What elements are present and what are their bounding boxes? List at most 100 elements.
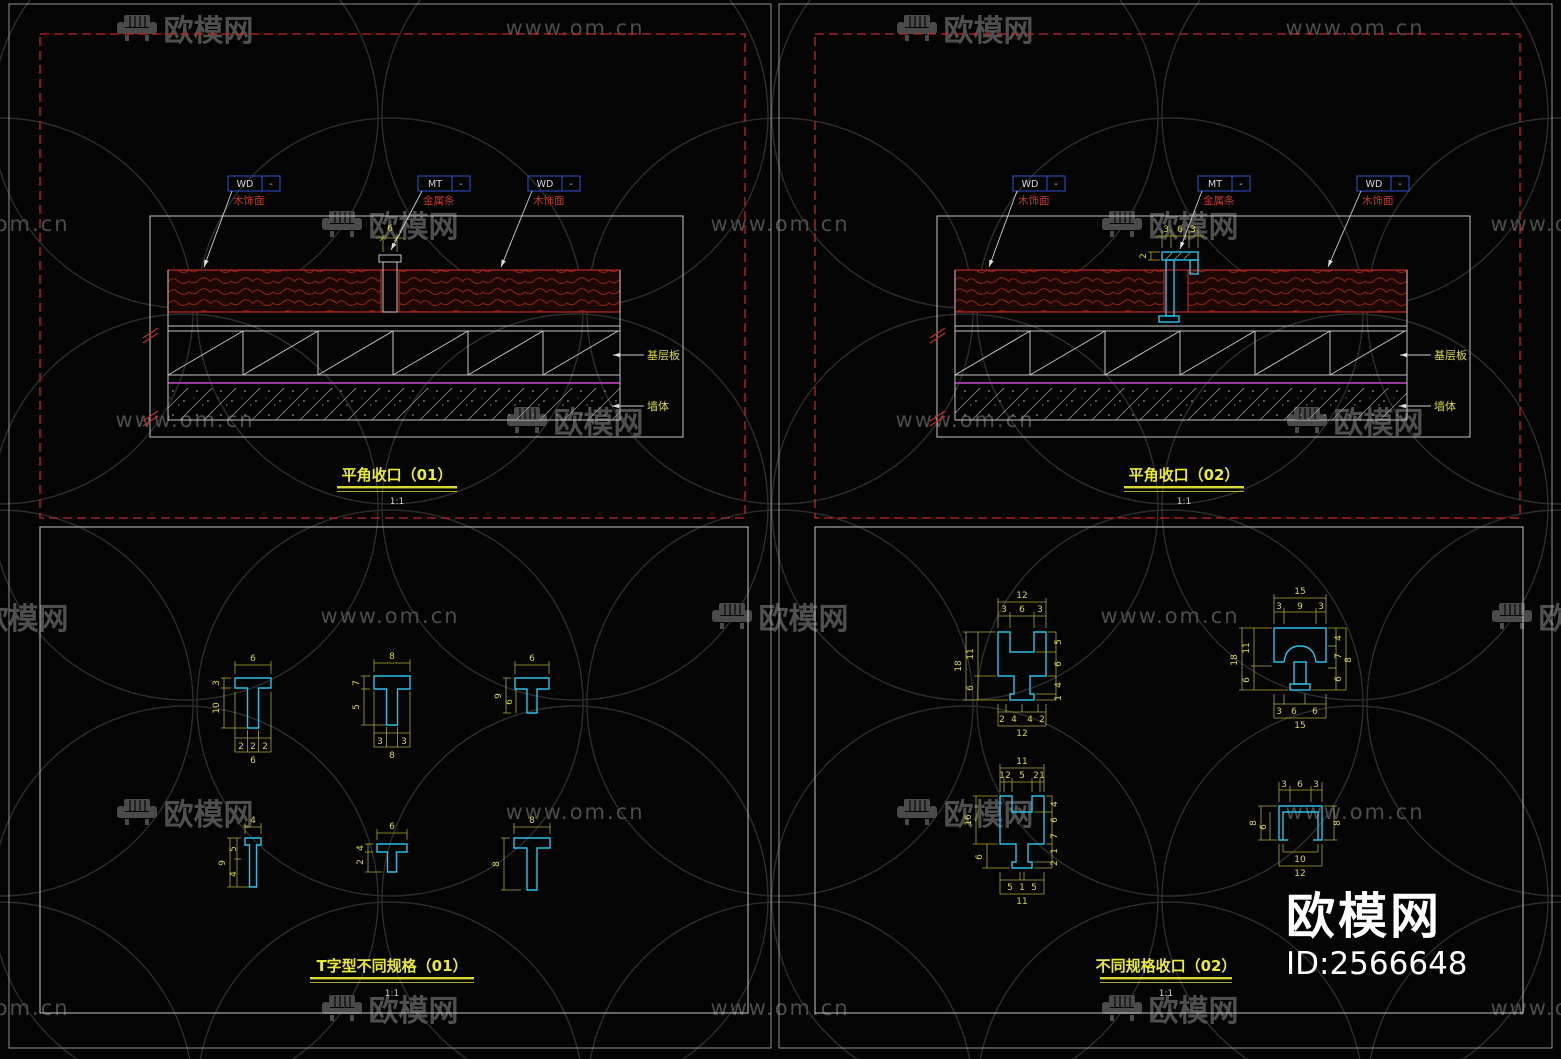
dim-label: 2 (1005, 771, 1011, 781)
metal-hatch-marks (1165, 252, 1191, 260)
dim-label: 6 (1242, 677, 1252, 683)
dim-label: 4 (1050, 801, 1060, 807)
dim-label: 11 (966, 648, 976, 659)
tag-code: WD (537, 179, 554, 190)
dim-label: 6 (505, 699, 515, 705)
dim-label: 4 (250, 816, 256, 826)
dim-label: 3 (1276, 707, 1282, 717)
channel-profile-3: 11 1 2 5 2 1 16 6 4 6 7 1 2 5 1 5 11 (964, 757, 1060, 907)
channel-profile-4: 3 6 3 8 6 8 10 12 (1249, 780, 1343, 879)
base-board-label: 基层板 (647, 348, 680, 362)
tag-code: WD (237, 179, 254, 190)
dim-label: 10 (1294, 855, 1306, 865)
detail-top-right: 3 6 3 2 (929, 175, 1471, 507)
dim-label: 2 (1039, 715, 1045, 725)
channel-profile-2: 15 3 9 3 18 11 6 4 7 6 8 3 6 6 15 (1230, 587, 1354, 731)
watermark-circle (979, 901, 1361, 1059)
wall-label: 墙体 (1434, 399, 1456, 413)
tag-code: WD (1366, 179, 1383, 190)
dim-label: 5 (1019, 771, 1025, 781)
sheet-borders (8, 3, 1553, 1049)
dim-label: 6 (387, 224, 393, 234)
dim-label: 5 (229, 846, 239, 852)
stamp-id: ID:2566648 (1286, 945, 1468, 982)
t-profile-3: 6 9 6 (494, 654, 550, 714)
dim-label: 6 (529, 654, 535, 664)
dim-label: 3 (212, 680, 222, 686)
dim-label: 6 (389, 822, 395, 832)
dim-label: 5 (1007, 883, 1013, 893)
watermark-circle (1366, 509, 1561, 897)
tag-code: MT (428, 179, 442, 190)
dim-label: 5 (1031, 883, 1037, 893)
dim-label: 9 (1297, 602, 1303, 612)
baseboard-band (167, 325, 620, 376)
dim-label: 8 (529, 816, 535, 826)
site-stamp: 欧模网 ID:2566648 (1286, 890, 1468, 982)
watermark-circle (771, 705, 1159, 1059)
dim-label: 7 (352, 680, 362, 686)
dim-label: 4 (356, 845, 366, 851)
dim-label: 6 (1312, 707, 1318, 717)
detail-title: 平角收口（02） (1129, 466, 1240, 484)
dim-label: 12 (1016, 591, 1027, 601)
dim-label: 6 (1050, 817, 1060, 823)
dim-label: 4 (1027, 715, 1033, 725)
detail-scale: 1:1 (1177, 497, 1191, 507)
dim-label: 7 (1050, 833, 1060, 839)
dim-label: 6 (1259, 824, 1269, 830)
watermark-circle (1369, 901, 1561, 1059)
dim-label: 3 (1318, 602, 1324, 612)
dim-label: 8 (492, 861, 502, 867)
dim-label: 8 (1333, 820, 1343, 826)
panel-title: T字型不同规格（01） (316, 957, 467, 975)
dim-label: 6 (1297, 780, 1303, 790)
dim-label: 6 (1177, 225, 1183, 235)
detail-scale: 1:1 (390, 497, 404, 507)
watermark-circle (199, 901, 581, 1059)
wall-label: 墙体 (647, 399, 669, 413)
tag-wd-2: WD - 木饰面 (500, 175, 581, 268)
tag-mt: MT - 金属条 (1179, 175, 1251, 250)
dim-label: 6 (1054, 661, 1064, 667)
break-marks (929, 327, 946, 427)
wall-hatch (955, 388, 1407, 420)
dim-label: 12 (1016, 729, 1027, 739)
dim-label: 4 (229, 871, 239, 877)
dim-label: 4 (1054, 682, 1064, 688)
tag-mt: MT - 金属条 (390, 175, 471, 251)
dim-label: 3 (401, 737, 407, 747)
dim-label: 18 (954, 660, 964, 672)
panel-title: 不同规格收口（02） (1096, 957, 1237, 975)
dim-label: 5 (1054, 639, 1064, 645)
wall-hatch (168, 388, 620, 420)
dim-label: 15 (1294, 721, 1305, 731)
tag-sub-label: 金属条 (423, 194, 455, 207)
tag-value: - (1398, 179, 1401, 190)
tag-value: - (1239, 179, 1242, 190)
tag-value: - (569, 179, 572, 190)
dim-label: 6 (250, 756, 256, 766)
tag-sub-label: 木饰面 (1362, 194, 1394, 207)
tag-code: MT (1208, 179, 1222, 190)
dim-label: 1 (1019, 883, 1025, 893)
dim-label: 3 (1281, 780, 1287, 790)
dim-label: 5 (352, 704, 362, 710)
dim-label: 4 (1334, 635, 1344, 641)
baseboard-band (954, 325, 1407, 376)
dim-label: 2 (1050, 860, 1060, 866)
tag-wd-2: WD - 木饰面 (1327, 175, 1410, 268)
dim-label: 6 (975, 854, 985, 860)
panel-bottom-left: 6 3 10 2 2 2 6 8 7 5 3 3 8 (39, 526, 749, 1014)
tag-code: WD (1022, 179, 1039, 190)
detail-title: 平角收口（01） (342, 466, 453, 484)
watermark-circle (589, 901, 971, 1059)
t-profile-4: 4 9 5 4 (218, 816, 262, 888)
dim-label: 4 (1011, 715, 1017, 725)
dim-label: 3 (1163, 225, 1169, 235)
dim-label: 6 (1334, 676, 1344, 682)
watermark-circle (976, 509, 1364, 897)
t-profile-1: 6 3 10 2 2 2 6 (212, 654, 272, 766)
dim-label: 3 (1190, 225, 1196, 235)
red-boundary-left (39, 33, 746, 519)
